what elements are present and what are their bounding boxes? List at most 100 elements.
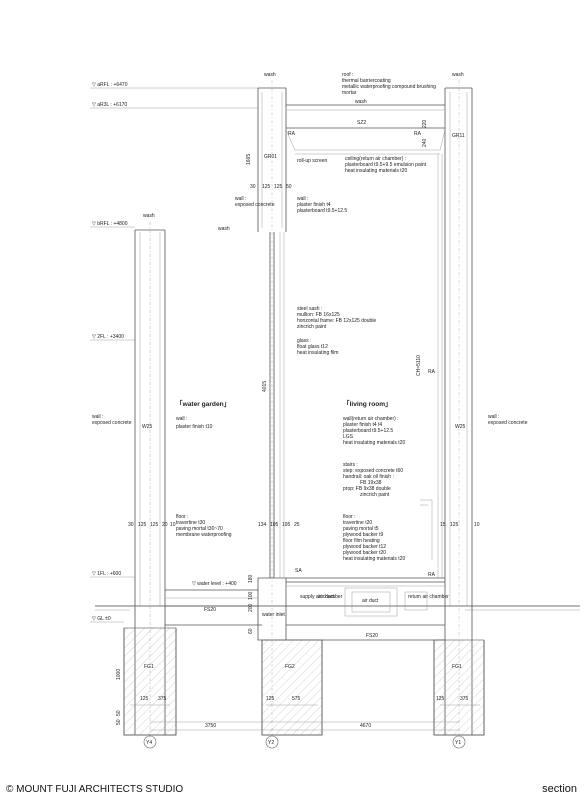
svg-text:575: 575 xyxy=(292,696,301,702)
wall-living-note: wall(return air chamber) : plaster finis… xyxy=(343,416,405,446)
axis-y1-circle xyxy=(452,735,466,749)
svg-text:heat insulating materials t20: heat insulating materials t20 xyxy=(345,168,407,174)
svg-text:FS20: FS20 xyxy=(366,633,378,639)
axis-y4-label: Y4 xyxy=(146,740,152,746)
svg-text:travertine t20: travertine t20 xyxy=(343,520,372,526)
svg-text:195: 195 xyxy=(282,522,291,528)
wash-label: wash xyxy=(355,99,367,105)
level-label: ▽ 1FL : +600 xyxy=(92,571,121,577)
svg-text:125: 125 xyxy=(266,696,275,702)
svg-text:air duct: air duct xyxy=(362,598,379,604)
svg-text:plaster finish t4 t4: plaster finish t4 t4 xyxy=(343,422,382,428)
svg-text:exposed concrete: exposed concrete xyxy=(92,420,132,426)
svg-text:plasterboard t9.5+9.5 emulsion: plasterboard t9.5+9.5 emulsion paint xyxy=(345,162,427,168)
svg-text:wall :: wall : xyxy=(235,196,246,202)
svg-text:1000: 1000 xyxy=(116,669,122,680)
svg-text:FG1: FG1 xyxy=(452,664,462,670)
svg-text:SA: SA xyxy=(295,568,302,574)
svg-text:water inlet: water inlet xyxy=(262,612,285,618)
svg-text:plywood backer t20: plywood backer t20 xyxy=(343,550,386,556)
svg-text:10: 10 xyxy=(170,522,176,528)
svg-text:FG2: FG2 xyxy=(285,664,295,670)
svg-text:GR11: GR11 xyxy=(452,133,465,139)
svg-text:125: 125 xyxy=(138,522,147,528)
level-label: ▽ aRFL : +6470 xyxy=(92,82,128,88)
svg-text:zincrich paint: zincrich paint xyxy=(297,324,327,330)
wash-label: wash xyxy=(452,72,464,78)
svg-text:mortar: mortar xyxy=(342,90,357,96)
svg-text:stairs :: stairs : xyxy=(343,462,358,468)
wash-label: wash xyxy=(264,72,276,78)
svg-text:4015: 4015 xyxy=(262,381,268,392)
svg-text:wall :: wall : xyxy=(297,196,308,202)
small-labels: RA RA RA RA SA GR01 GR11 W25 W25 FS20 FS… xyxy=(142,131,466,670)
level-label: ▽ GL ±0 xyxy=(92,616,111,622)
svg-text:plywood backer t12: plywood backer t12 xyxy=(343,544,386,550)
svg-text:float glass t12: float glass t12 xyxy=(297,344,328,350)
svg-text:plasterboard t9.5+12.5: plasterboard t9.5+12.5 xyxy=(343,428,393,434)
svg-text:20: 20 xyxy=(162,522,168,528)
svg-text:heat insulating materials t20: heat insulating materials t20 xyxy=(343,440,405,446)
svg-text:15: 15 xyxy=(440,522,446,528)
svg-text:wall :: wall : xyxy=(176,416,187,422)
svg-text:105: 105 xyxy=(270,522,279,528)
svg-text:50: 50 xyxy=(286,184,292,190)
svg-text:▽ water level : +400: ▽ water level : +400 xyxy=(192,581,237,587)
footing-left xyxy=(123,627,177,736)
svg-text:metallic waterproofing compoun: metallic waterproofing compound brushing xyxy=(342,84,436,90)
svg-text:375: 375 xyxy=(158,696,167,702)
axis-y1-label: Y1 xyxy=(455,740,461,746)
svg-text:membrane waterproofing: membrane waterproofing xyxy=(176,532,232,538)
svg-text:heat insulating materials t20: heat insulating materials t20 xyxy=(343,556,405,562)
svg-text:GR01: GR01 xyxy=(264,154,277,160)
svg-text:100: 100 xyxy=(248,591,254,600)
floor-right-note: floor : travertine t20 paving mortal t5 … xyxy=(343,514,405,562)
svg-text:FS20: FS20 xyxy=(204,607,216,613)
svg-text:W25: W25 xyxy=(455,424,466,430)
svg-text:10: 10 xyxy=(474,522,480,528)
level-labels: ▽ aRFL : +6470 ▽ aR3L : +6170 ▽ bRFL : +… xyxy=(92,82,128,622)
axis-y2-label: Y2 xyxy=(268,740,274,746)
level-label: ▽ 2FL : +3400 xyxy=(92,334,124,340)
dimension-labels: 30 125 125 50 30 125 125 20 10 134 105 1… xyxy=(116,119,480,729)
floor-left-note: floor : travertine t30 paving mortal t30… xyxy=(176,514,232,538)
svg-text:mullion: FB 16x125: mullion: FB 16x125 xyxy=(297,312,340,318)
level-lines xyxy=(90,87,258,623)
footing-right xyxy=(433,639,485,736)
roll-up-screen-label: roll-up screen xyxy=(297,158,328,164)
svg-text:FG1: FG1 xyxy=(144,664,154,670)
stairs-note: stairs : step: exposed concrete t60 hand… xyxy=(343,462,403,498)
svg-text:125: 125 xyxy=(262,184,271,190)
svg-text:supply air chamber: supply air chamber xyxy=(300,594,343,600)
svg-text:wall :: wall : xyxy=(488,414,499,420)
footing-mid xyxy=(261,639,323,736)
ceiling-note: ceiling(return air chamber) : plasterboa… xyxy=(345,156,427,174)
svg-text:heat insulating film: heat insulating film xyxy=(297,350,338,356)
svg-text:375: 375 xyxy=(460,696,469,702)
svg-text:134: 134 xyxy=(258,522,267,528)
wall-water-note: wall : plaster finish t10 xyxy=(176,416,213,430)
svg-text:25: 25 xyxy=(294,522,300,528)
svg-text:220: 220 xyxy=(422,119,428,128)
room-water-garden: 「water garden」 xyxy=(176,399,230,408)
wall-right-note: wall : exposed concrete xyxy=(488,414,528,426)
svg-text:horizontal frame: FB 12x125 do: horizontal frame: FB 12x125 double xyxy=(297,318,376,324)
svg-text:floor :: floor : xyxy=(343,514,356,520)
svg-text:125: 125 xyxy=(150,522,159,528)
svg-text:3750: 3750 xyxy=(205,723,216,729)
svg-text:240: 240 xyxy=(422,138,428,147)
svg-text:return air chamber: return air chamber xyxy=(408,594,449,600)
svg-text:handrail: oak oil finish :: handrail: oak oil finish : xyxy=(343,474,394,480)
svg-text:125: 125 xyxy=(140,696,149,702)
svg-text:125: 125 xyxy=(450,522,459,528)
drawing-title: section xyxy=(542,783,577,795)
svg-text:ceiling(return air chamber) :: ceiling(return air chamber) : xyxy=(345,156,406,162)
right-wall xyxy=(433,80,485,742)
svg-text:glass :: glass : xyxy=(297,338,311,344)
svg-text:125: 125 xyxy=(274,184,283,190)
svg-text:wash: wash xyxy=(218,226,230,232)
axis-y4-circle xyxy=(143,735,157,749)
svg-text:W25: W25 xyxy=(142,424,153,430)
svg-text:zincrich paint: zincrich paint xyxy=(360,492,390,498)
svg-text:30: 30 xyxy=(250,184,256,190)
